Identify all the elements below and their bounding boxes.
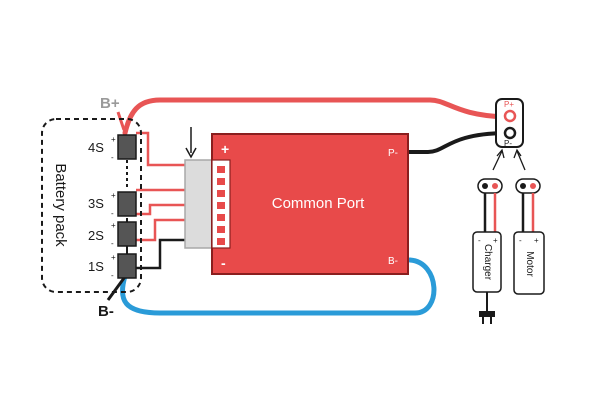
- board-minus-label: -: [221, 255, 226, 271]
- cell-3s-minus: -: [111, 209, 114, 218]
- motor-label: Motor: [524, 251, 535, 277]
- charger-plug-pin: [482, 183, 488, 189]
- cell-1s: [117, 253, 137, 279]
- b-plus-red-wire: [122, 97, 508, 136]
- socket-pin: [217, 178, 225, 185]
- socket-pin: [217, 190, 225, 197]
- board-p-minus-label: P-: [388, 148, 398, 159]
- motor-body: [513, 231, 545, 295]
- cell-4s-plus: +: [111, 135, 116, 144]
- arrow-charger-head-icon: [496, 148, 505, 159]
- cell-label-1s: 1S: [88, 259, 104, 274]
- socket-pin: [217, 202, 225, 209]
- arrow-to-motor: [516, 150, 526, 171]
- b-plus-label: B+: [100, 95, 120, 112]
- balance-wire-3: [136, 203, 185, 216]
- charger-label: Charger: [482, 244, 493, 281]
- socket-pin: [217, 238, 225, 245]
- balance-wire-black: [136, 238, 185, 270]
- cell-4s: [117, 134, 137, 160]
- port-p-plus-terminal: [503, 109, 517, 123]
- motor-plug-pin: [530, 183, 536, 189]
- arrow-to-charger: [492, 150, 503, 171]
- charger-mains-plug-icon: [479, 311, 495, 317]
- balance-wire-4: [136, 218, 185, 242]
- board-b-minus-label: B-: [388, 256, 398, 267]
- motor-plus: +: [534, 236, 539, 245]
- cell-1s-plus: +: [111, 253, 116, 262]
- motor-plug-pin: [520, 183, 526, 189]
- charger-plug-pin: [492, 183, 498, 189]
- cell-3s: [117, 191, 137, 217]
- motor-plug: [515, 178, 541, 194]
- charger-plus: +: [493, 236, 498, 245]
- balance-connector: [184, 159, 213, 249]
- charger-plug: [477, 178, 503, 194]
- cell-4s-minus: -: [111, 153, 114, 162]
- charger-minus: -: [478, 236, 481, 245]
- socket-pin: [217, 226, 225, 233]
- output-port: [495, 98, 524, 148]
- cell-2s-plus: +: [111, 221, 116, 230]
- b-minus-blue-wire: [119, 257, 437, 316]
- cell-2s: [117, 221, 137, 247]
- insert-arrow-icon: [185, 147, 197, 159]
- port-p-minus-label: P-: [504, 139, 512, 148]
- b-plus-lead: [116, 111, 126, 131]
- arrow-motor-head-icon: [513, 148, 522, 159]
- socket-pin: [217, 166, 225, 173]
- cell-label-2s: 2S: [88, 228, 104, 243]
- balance-wire-top: [136, 131, 185, 167]
- port-p-plus-label: P+: [504, 100, 514, 109]
- cell-1s-minus: -: [111, 271, 114, 280]
- cell-2s-minus: -: [111, 239, 114, 248]
- board-title: Common Port: [272, 195, 365, 212]
- battery-pack-label: Battery pack: [52, 163, 69, 247]
- cell-label-4s: 4S: [88, 140, 104, 155]
- port-p-minus-terminal: [503, 126, 517, 140]
- board-plus-label: +: [221, 141, 229, 157]
- motor-minus: -: [519, 236, 522, 245]
- cell-label-3s: 3S: [88, 196, 104, 211]
- cell-3s-plus: +: [111, 191, 116, 200]
- battery-pack-outline: [41, 118, 142, 293]
- socket-pin: [217, 214, 225, 221]
- p-minus-black-wire: [406, 131, 507, 154]
- b-minus-label: B-: [98, 303, 114, 320]
- bms-board: [211, 133, 409, 275]
